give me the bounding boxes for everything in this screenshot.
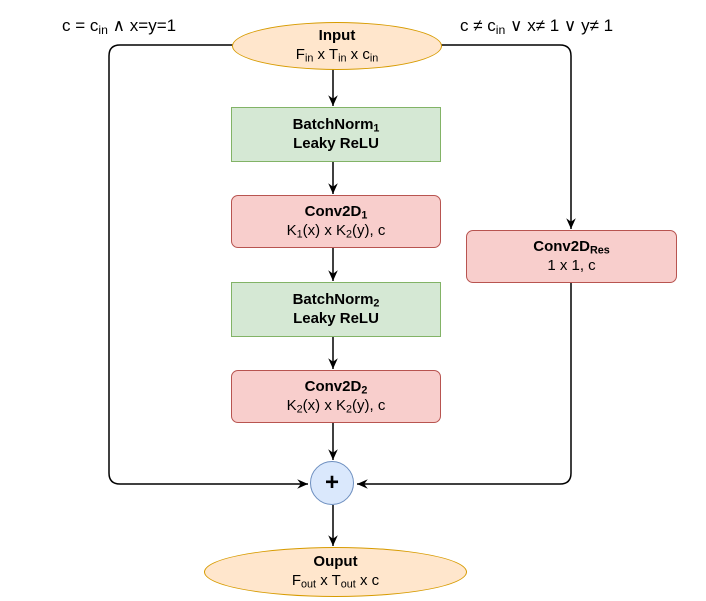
batchnorm1-node: BatchNorm1 Leaky ReLU [231, 107, 441, 162]
condition-identity-label: c = cin ∧ x=y=1 [62, 16, 177, 38]
arrow-skip-identity [108, 44, 308, 489]
batchnorm2-activation: Leaky ReLU [293, 309, 379, 327]
batchnorm1-activation: Leaky ReLU [293, 134, 379, 152]
conv-res-title: Conv2DRes [533, 237, 610, 257]
conv1-node: Conv2D1 K1(x) x K2(y), c [231, 195, 441, 248]
conv2-node: Conv2D2 K2(x) x K2(y), c [231, 370, 441, 423]
output-node: Ouput Fout x Tout x c [204, 547, 467, 597]
conv2-title: Conv2D2 [304, 377, 368, 397]
conv2-params: K2(x) x K2(y), c [286, 396, 386, 416]
batchnorm1-title: BatchNorm1 [292, 115, 380, 135]
conv-res-node: Conv2DRes 1 x 1, c [466, 230, 677, 283]
add-node: + [310, 461, 354, 505]
input-node: Input Fin x Tin x cin [232, 22, 442, 70]
arrow-input-convres [441, 44, 576, 229]
input-title: Input [318, 27, 356, 45]
condition-projection-label: c ≠ cin ∨ x≠ 1 ∨ y≠ 1 [460, 16, 614, 38]
output-title: Ouput [313, 553, 358, 571]
arrow-convres-add [357, 283, 572, 489]
conv-res-params: 1 x 1, c [547, 256, 596, 274]
batchnorm2-title: BatchNorm2 [292, 290, 380, 310]
plus-icon: + [324, 469, 339, 496]
output-dims: Fout x Tout x c [291, 572, 380, 591]
conv1-params: K1(x) x K2(y), c [286, 221, 386, 241]
conv1-title: Conv2D1 [304, 202, 368, 222]
input-dims: Fin x Tin x cin [295, 46, 379, 65]
batchnorm2-node: BatchNorm2 Leaky ReLU [231, 282, 441, 337]
